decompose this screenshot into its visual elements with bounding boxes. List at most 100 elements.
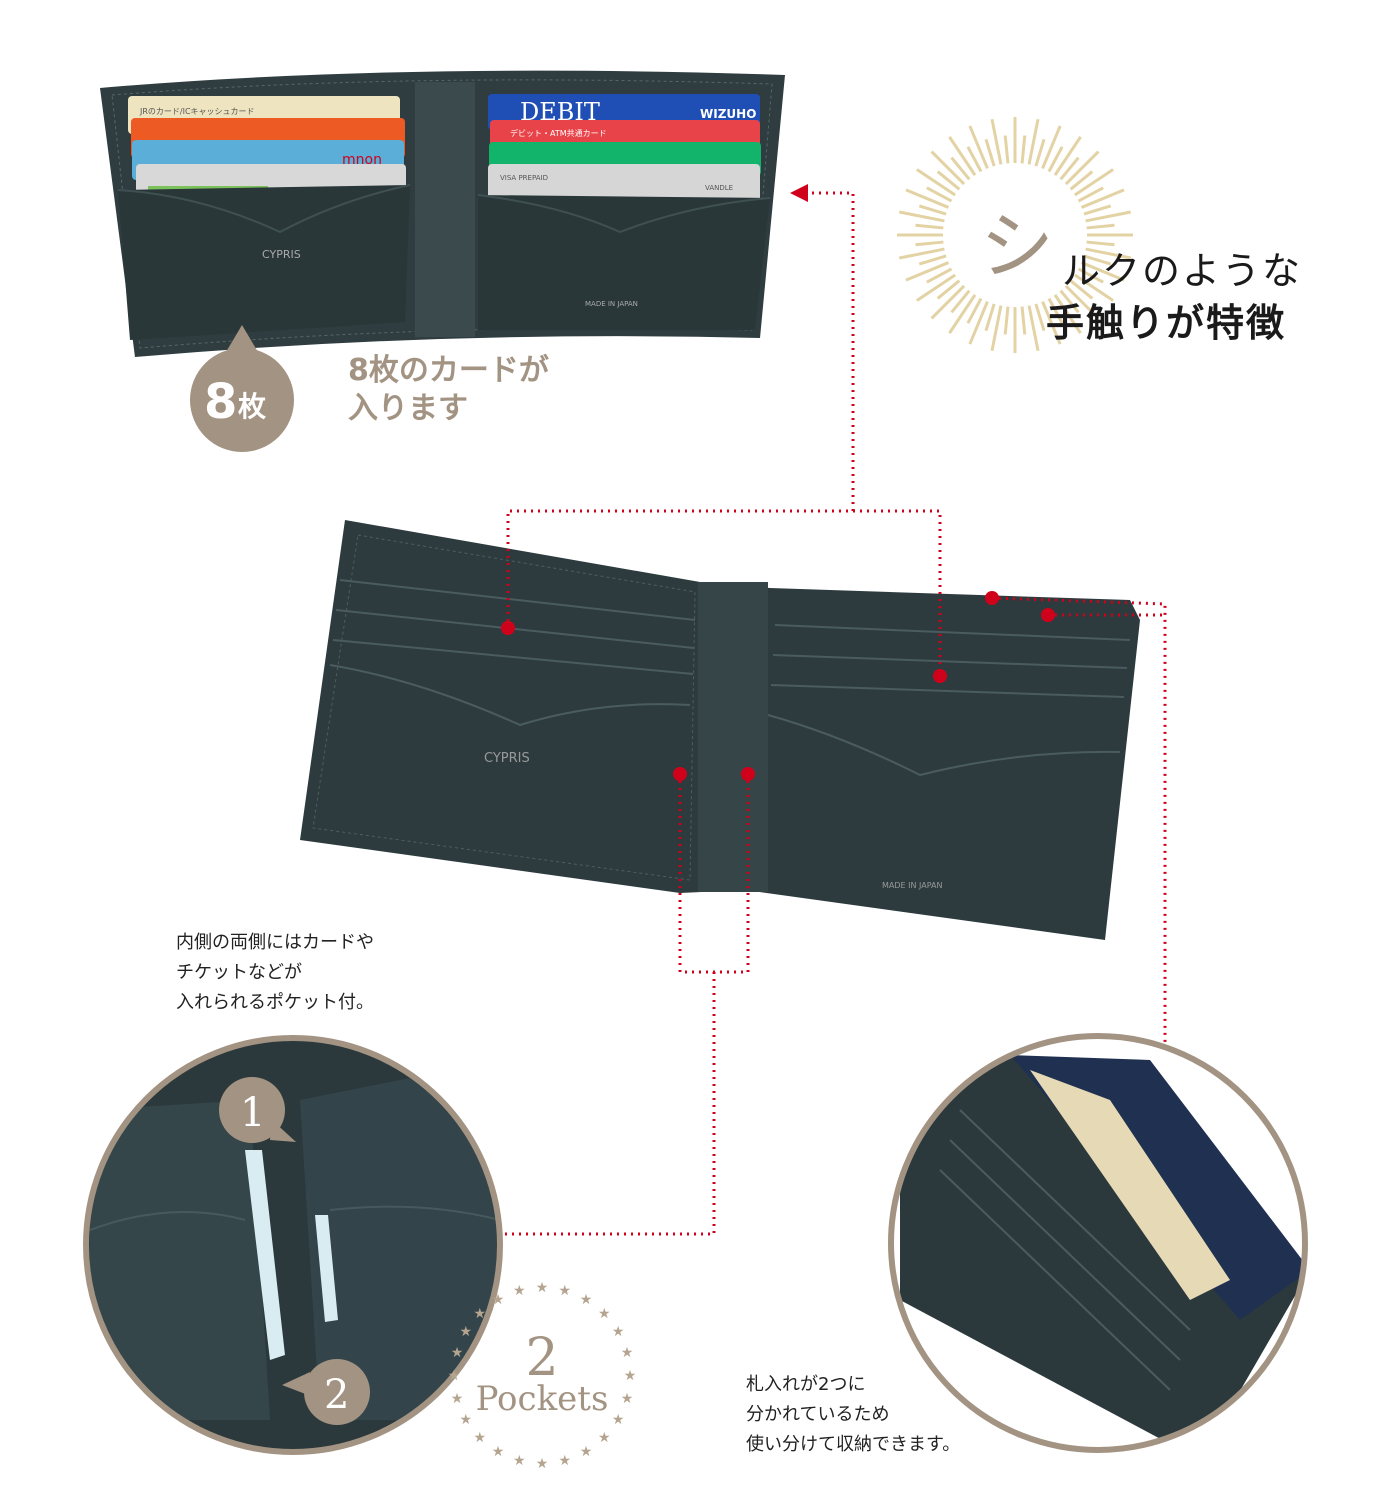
sunburst-ray — [918, 254, 947, 266]
sunburst-icon — [897, 117, 1133, 353]
sunburst-ray — [930, 284, 966, 320]
star-icon: ★ — [598, 1430, 611, 1446]
bill-compartment-photo — [888, 1033, 1308, 1453]
headline-line-1: ルクのような — [1062, 249, 1303, 293]
star-icon: ★ — [451, 1345, 464, 1361]
star-icon: ★ — [448, 1368, 461, 1384]
sunburst-ray — [1003, 306, 1010, 335]
bill-compartment-description: 札入れが2つに 分かれているため 使い分けて収納できます。 — [746, 1374, 961, 1455]
sunburst-ray — [916, 168, 956, 197]
sunburst-ray — [936, 170, 961, 191]
top-wallet-image: JRのカード/ICキャッシュカード mnon CYPRIS DEBIT WIZU… — [100, 70, 785, 358]
sunburst-ray — [1053, 136, 1082, 176]
star-icon: ★ — [513, 1283, 526, 1299]
sunburst-ray — [915, 223, 944, 230]
sunburst-ray — [1047, 297, 1064, 324]
sunburst-ray — [918, 204, 947, 216]
badge-unit: 枚 — [238, 390, 266, 423]
sunburst-ray — [966, 146, 983, 173]
sunburst-ray — [948, 136, 977, 176]
sunburst-ray — [1047, 146, 1064, 173]
sunburst-ray — [1069, 279, 1094, 300]
pocket-description: 内側の両側にはカードや チケットなどが 入れられるポケット付。 — [176, 932, 374, 1013]
star-icon: ★ — [621, 1391, 634, 1407]
sunburst-ray — [1077, 186, 1104, 203]
card-label: JRのカード/ICキャッシュカード — [139, 107, 255, 116]
sunburst-ray — [1027, 305, 1040, 352]
sunburst-ray — [930, 150, 966, 186]
sunburst-ray — [984, 138, 996, 167]
two-pockets-emblem: ★★★★★★★★★★★★★★★★★★★★★★★★ 2 Pockets — [448, 1280, 637, 1472]
star-ring-icon: ★★★★★★★★★★★★★★★★★★★★★★★★ — [448, 1280, 637, 1472]
sunburst-ray — [1064, 284, 1100, 320]
star-icon: ★ — [536, 1280, 549, 1296]
badge-number: 8 — [204, 374, 237, 430]
sunburst-ray — [1083, 204, 1112, 216]
arrow-left-icon — [790, 184, 808, 202]
sunburst-ray — [1086, 240, 1115, 247]
sunburst-ray — [950, 156, 971, 181]
sunburst-ray — [1085, 210, 1132, 223]
sunburst-ray — [926, 267, 953, 284]
card-label: VISA PREPAID — [500, 174, 548, 182]
sunburst-ray — [1059, 156, 1080, 181]
sunburst-ray — [1034, 138, 1046, 167]
main-wallet-image: CYPRIS MADE IN JAPAN — [300, 520, 1140, 940]
sunburst-ray — [936, 279, 961, 300]
made-in-label: MADE IN JAPAN — [882, 881, 942, 890]
card-label: WIZUHO — [700, 107, 756, 121]
sunburst-ray — [948, 294, 977, 334]
star-icon: ★ — [558, 1283, 571, 1299]
sunburst-ray — [1074, 168, 1114, 197]
headline-first-char: シ — [980, 204, 1054, 290]
sunburst-ray — [966, 297, 983, 324]
star-icon: ★ — [624, 1368, 637, 1384]
card-count-badge: 8 枚 — [190, 325, 294, 452]
star-icon: ★ — [612, 1324, 625, 1340]
sunburst-ray — [1069, 170, 1094, 191]
star-icon: ★ — [460, 1412, 473, 1428]
card-capacity-note: 8枚のカードが 入ります — [348, 353, 549, 426]
star-icon: ★ — [492, 1444, 505, 1460]
headline-line-2: 手触りが特徴 — [1046, 300, 1287, 345]
sunburst-ray — [926, 186, 953, 203]
sunburst-ray — [990, 118, 1003, 165]
sunburst-ray — [1020, 135, 1027, 164]
sunburst-ray — [1083, 254, 1112, 266]
star-icon: ★ — [580, 1444, 593, 1460]
sunburst-ray — [1074, 273, 1114, 302]
emblem-label: Pockets — [476, 1379, 609, 1419]
sunburst-ray — [915, 240, 944, 247]
card-label: デビット・ATM共通カード — [510, 128, 607, 138]
star-icon: ★ — [460, 1324, 473, 1340]
star-icon: ★ — [558, 1453, 571, 1469]
sunburst-ray — [1027, 118, 1040, 165]
pocket-detail-photo: 1 2 — [83, 1035, 503, 1455]
sunburst-ray — [1034, 303, 1046, 332]
emblem-number: 2 — [525, 1328, 558, 1388]
star-icon: ★ — [612, 1412, 625, 1428]
sunburst-ray — [905, 261, 950, 282]
star-icon: ★ — [580, 1292, 593, 1308]
star-icon: ★ — [536, 1456, 549, 1472]
sunburst-ray — [968, 125, 989, 170]
card-label: VANDLE — [705, 184, 733, 192]
sunburst-ray — [1086, 223, 1115, 230]
sunburst-ray — [984, 303, 996, 332]
pocket-badge-2: 2 — [324, 1372, 349, 1418]
sunburst-ray — [968, 300, 989, 345]
star-icon: ★ — [492, 1292, 505, 1308]
sunburst-ray — [1041, 300, 1062, 345]
sunburst-ray — [950, 289, 971, 314]
sunburst-ray — [905, 188, 950, 209]
sunburst-ray — [1080, 261, 1125, 282]
sunburst-ray — [990, 305, 1003, 352]
sunburst-ray — [898, 247, 945, 260]
sunburst-ray — [1085, 247, 1132, 260]
brand-logo: CYPRIS — [262, 248, 301, 261]
sunburst-ray — [916, 273, 956, 302]
sunburst-ray — [1077, 267, 1104, 284]
star-icon: ★ — [621, 1345, 634, 1361]
star-icon: ★ — [473, 1306, 486, 1322]
